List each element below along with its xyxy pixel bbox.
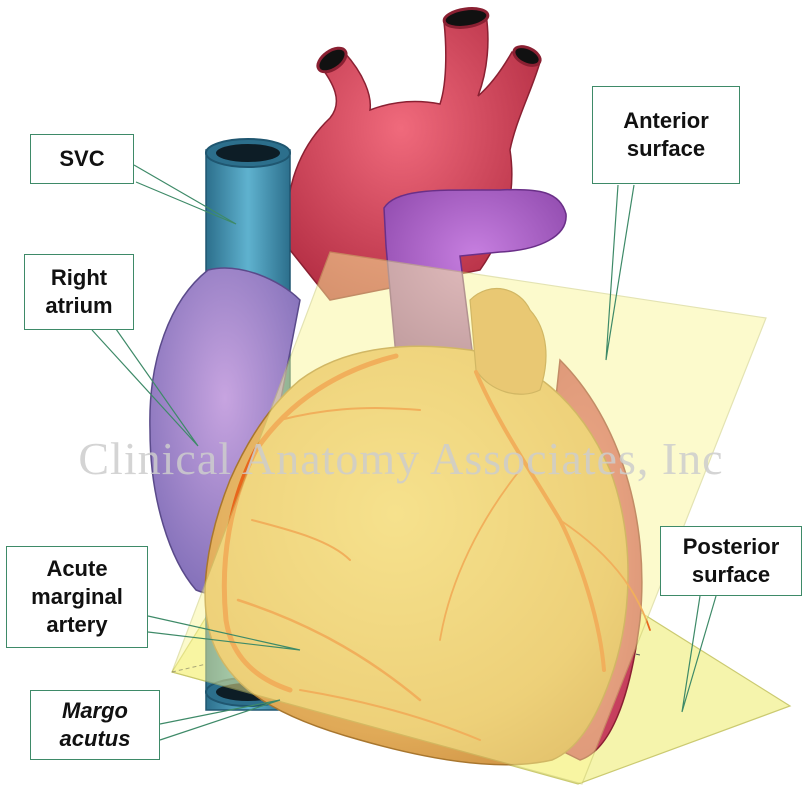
label-margo-acutus-line2: acutus [60, 725, 131, 753]
label-anterior-surface-line2: surface [627, 135, 705, 163]
label-acute-marginal-artery-line1: Acute [46, 555, 107, 583]
label-right-atrium: Right atrium [24, 254, 134, 330]
label-acute-marginal-artery: Acute marginal artery [6, 546, 148, 648]
label-margo-acutus: Margo acutus [30, 690, 160, 760]
label-right-atrium-line2: atrium [45, 292, 112, 320]
watermark: Clinical Anatomy Associates, Inc [0, 432, 802, 485]
label-right-atrium-line1: Right [51, 264, 107, 292]
label-acute-marginal-artery-line3: artery [46, 611, 107, 639]
label-anterior-surface-line1: Anterior [623, 107, 709, 135]
label-posterior-surface: Posterior surface [660, 526, 802, 596]
label-anterior-surface: Anterior surface [592, 86, 740, 184]
label-acute-marginal-artery-line2: marginal [31, 583, 123, 611]
label-svc-text: SVC [59, 145, 104, 173]
label-margo-acutus-line1: Margo [62, 697, 128, 725]
label-svc: SVC [30, 134, 134, 184]
label-posterior-surface-line1: Posterior [683, 533, 780, 561]
label-posterior-surface-line2: surface [692, 561, 770, 589]
